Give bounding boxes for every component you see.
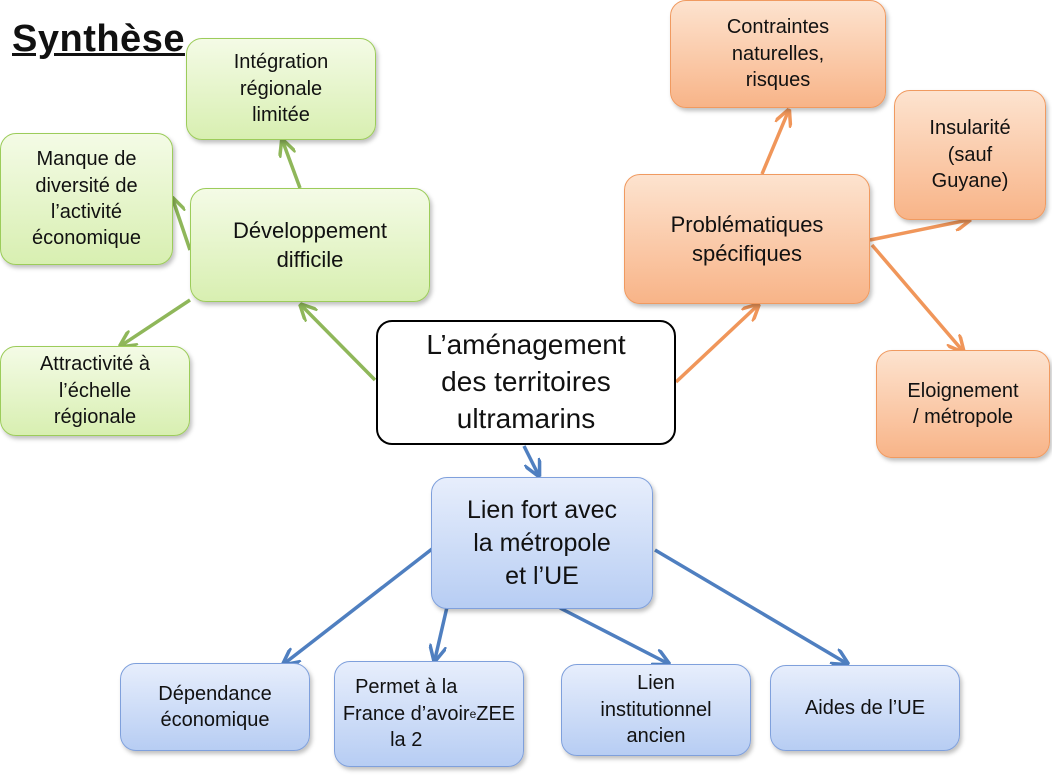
node-aides-ue: Aides de l’UE	[770, 665, 960, 751]
arrow-developpement-to-integration	[283, 142, 302, 189]
node-developpement-difficile: Développement difficile	[190, 188, 430, 302]
node-integration-regionale: Intégration régionale limitée	[186, 38, 376, 140]
node-dependance-economique: Dépendance économique	[120, 663, 310, 751]
arrow-problematiques-to-insularite	[869, 220, 968, 242]
node-lien-institutionnel: Lien institutionnel ancien	[561, 664, 751, 756]
node-eloignement: Eloignement / métropole	[876, 350, 1050, 458]
arrow-center-to-problematiques	[674, 306, 757, 384]
node-center: L’aménagement des territoires ultramarin…	[376, 320, 676, 445]
arrow-problematiques-to-eloignement	[870, 243, 962, 350]
arrow-lienfort-to-permet	[435, 606, 449, 659]
arrow-lienfort-to-institutionnel	[559, 606, 667, 663]
arrow-problematiques-to-contraintes	[760, 112, 788, 175]
permet-text-main: Permet à la France d’avoir la 2	[342, 676, 470, 752]
arrow-center-to-developpement	[302, 306, 377, 382]
arrow-lienfort-to-aides	[654, 548, 846, 663]
node-contraintes-naturelles: Contraintes naturelles, risques	[670, 0, 886, 108]
node-insularite: Insularité (sauf Guyane)	[894, 90, 1046, 220]
node-manque-diversite: Manque de diversité de l’activité économ…	[0, 133, 173, 265]
arrow-lienfort-to-dependance	[285, 547, 434, 663]
arrow-developpement-to-manque	[173, 200, 192, 251]
node-attractivite: Attractivité à l’échelle régionale	[0, 346, 190, 436]
arrow-center-to-lienfort	[522, 445, 538, 474]
node-problematiques-specifiques: Problématiques spécifiques	[624, 174, 870, 304]
page-title: Synthèse	[12, 18, 185, 60]
permet-text-end: ZEE	[476, 702, 516, 725]
node-lien-fort: Lien fort avec la métropole et l’UE	[431, 477, 653, 609]
arrow-developpement-to-attractivite	[122, 298, 191, 345]
